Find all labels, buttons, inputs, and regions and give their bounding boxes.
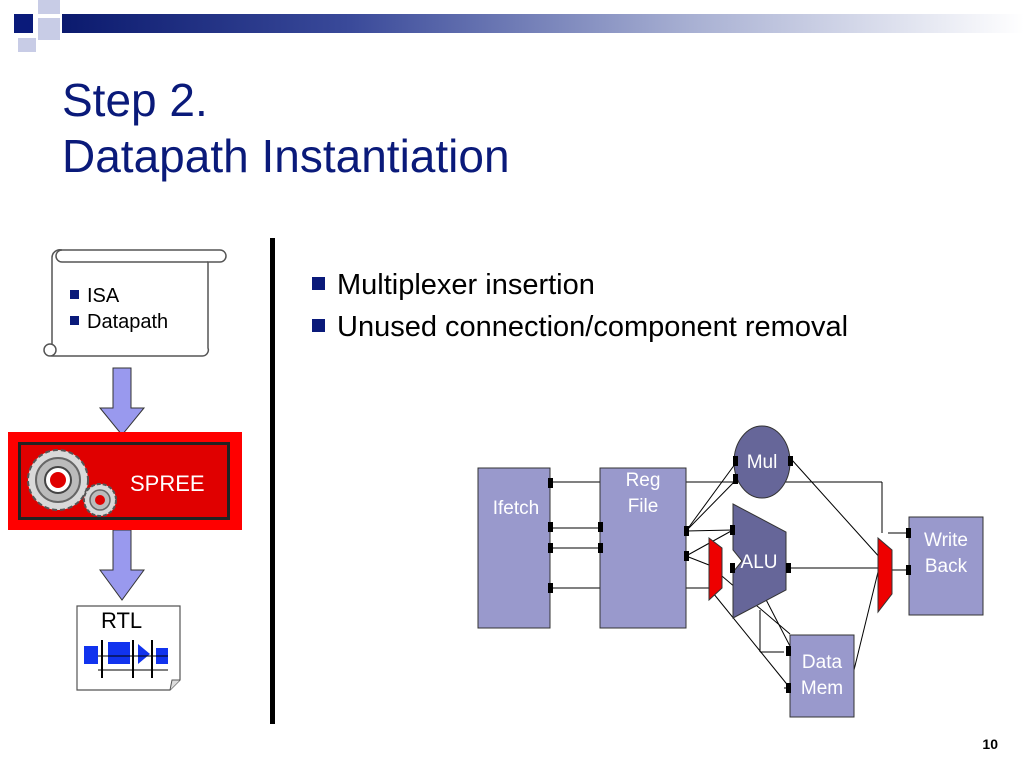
rtl-label: RTL bbox=[101, 608, 143, 633]
datapath-diagram bbox=[477, 425, 984, 718]
page-number: 10 bbox=[982, 736, 998, 752]
bullet-list: Multiplexer insertion Unused connection/… bbox=[312, 264, 848, 348]
title-line-1: Step 2. bbox=[62, 74, 208, 126]
mul-label: Mul bbox=[746, 452, 778, 473]
corner-square-2 bbox=[38, 0, 60, 14]
divider-line bbox=[270, 238, 275, 724]
alu-label: ALU bbox=[740, 552, 778, 573]
gears-icon bbox=[27, 449, 117, 517]
down-arrow-2 bbox=[99, 529, 145, 601]
rtl-document-icon bbox=[76, 605, 181, 691]
ifetch-label: Ifetch bbox=[492, 498, 540, 519]
corner-square-1 bbox=[14, 14, 33, 33]
writeback-mux bbox=[877, 536, 893, 614]
bullet-multiplexer: Multiplexer insertion bbox=[312, 264, 848, 306]
scroll-item-isa: ISA bbox=[70, 283, 168, 309]
down-arrow-1 bbox=[98, 367, 146, 436]
title-line-2: Datapath Instantiation bbox=[62, 130, 510, 182]
bullet-unused-removal: Unused connection/component removal bbox=[312, 306, 848, 348]
flow-diagram bbox=[43, 249, 227, 691]
alu-block bbox=[732, 503, 787, 619]
spree-label: SPREE bbox=[130, 471, 205, 496]
scroll-icon bbox=[43, 249, 227, 357]
corner-square-4 bbox=[18, 38, 36, 52]
slide-title: Step 2. Datapath Instantiation bbox=[62, 72, 510, 184]
scroll-item-datapath: Datapath bbox=[70, 309, 168, 335]
writeback-block bbox=[908, 516, 984, 616]
ifetch-block bbox=[477, 467, 551, 629]
title-bar-gradient bbox=[62, 14, 1024, 33]
datamem-block bbox=[789, 634, 855, 718]
port-markers bbox=[548, 456, 911, 693]
alu-input-mux bbox=[708, 536, 723, 602]
regfile-block bbox=[599, 467, 687, 629]
corner-square-3 bbox=[38, 18, 60, 40]
scroll-list: ISA Datapath bbox=[70, 283, 168, 335]
